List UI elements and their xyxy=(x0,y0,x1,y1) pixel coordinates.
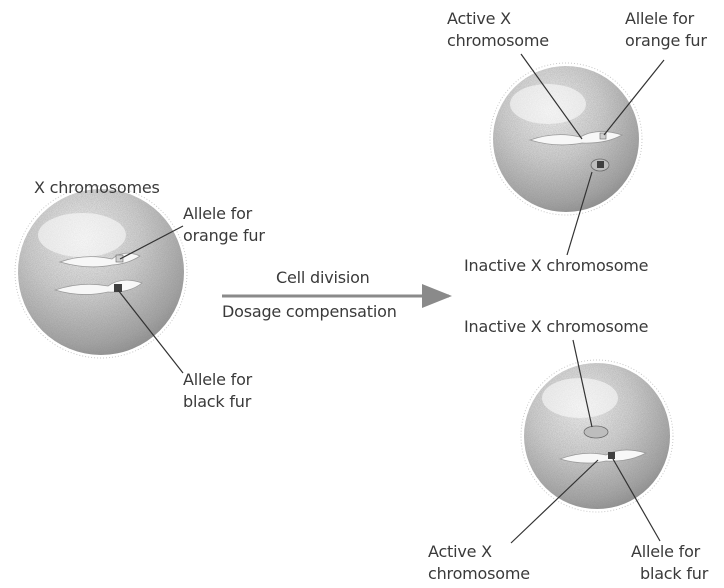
bottom-allele-black-label-line2: black fur xyxy=(640,564,708,584)
left-allele-black-label-line2: black fur xyxy=(183,392,251,412)
left-cell-highlight xyxy=(38,213,126,257)
bottom-cell-highlight xyxy=(542,378,618,418)
x-chromosomes-label: X chromosomes xyxy=(34,178,160,198)
left-cell xyxy=(15,186,187,373)
arrow-cell-division-label: Cell division xyxy=(276,268,370,288)
bottom-daughter-cell xyxy=(511,340,673,543)
left-allele-orange-label-line1: Allele for xyxy=(183,204,252,224)
left-allele-orange-label-line2: orange fur xyxy=(183,226,265,246)
top-active-x-label-line2: chromosome xyxy=(447,31,549,51)
top-daughter-cell xyxy=(490,54,664,255)
top-allele-orange-label-line1: Allele for xyxy=(625,9,694,29)
bottom-active-x-label-line1: Active X xyxy=(428,542,492,562)
arrow-dosage-compensation-label: Dosage compensation xyxy=(222,302,397,322)
top-inactive-x-label: Inactive X chromosome xyxy=(464,256,648,276)
left-cell-grain xyxy=(18,189,184,355)
top-allele-orange-label-line2: orange fur xyxy=(625,31,707,51)
bottom-active-x-label-line2: chromosome xyxy=(428,564,530,584)
bottom-allele-black-marker xyxy=(608,452,615,459)
top-active-x-label-line1: Active X xyxy=(447,9,511,29)
bottom-inactive-x-label: Inactive X chromosome xyxy=(464,317,648,337)
left-allele-black-label-line1: Allele for xyxy=(183,370,252,390)
bottom-inactive-x-chromosome xyxy=(584,426,608,438)
top-cell-highlight xyxy=(510,84,586,124)
top-allele-black-marker xyxy=(597,161,604,168)
bottom-allele-black-label-line1: Allele for xyxy=(631,542,700,562)
